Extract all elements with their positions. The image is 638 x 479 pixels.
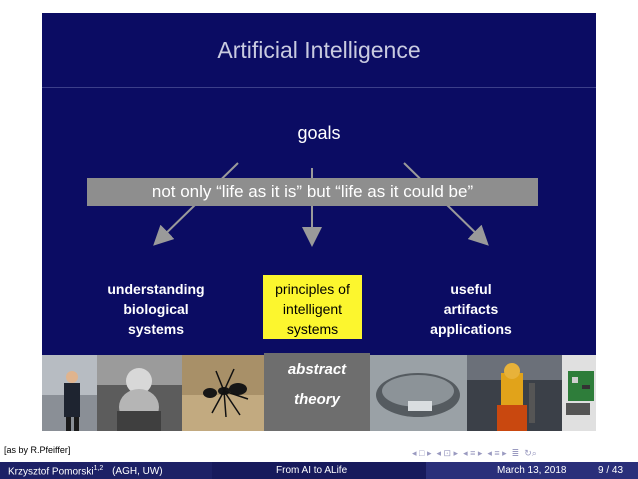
nav-slide-icon[interactable]: ◂ ≡ ▸ [487, 447, 507, 458]
footer-bar: Krzysztof Pomorski1,2 (AGH, UW) From AI … [0, 462, 638, 479]
goal-arrows [153, 162, 489, 247]
goal-left-line: systems [127, 321, 185, 337]
goal-left-line: understanding [107, 281, 205, 297]
author-superscript: 1,2 [93, 465, 104, 472]
slide: Artificial Intelligence goals not only “… [42, 13, 596, 431]
footer-author-segment [0, 462, 212, 479]
goal-center-line: intelligent [282, 301, 343, 317]
photo-robot-vacuum [370, 355, 467, 431]
abstract-theory-box: abstract theory [264, 353, 370, 431]
photo-circuit-board [562, 355, 596, 431]
goal-useful: useful artifacts applications [411, 279, 531, 339]
goal-left-line: biological [123, 301, 189, 317]
goal-right-line: applications [430, 321, 512, 337]
photo-ant [182, 355, 264, 431]
goal-understanding: understanding biological systems [94, 279, 218, 339]
author-affiliation: (AGH, UW) [112, 466, 163, 478]
nav-align-icon[interactable]: ≣ [511, 447, 520, 458]
footer-author: Krzysztof Pomorski1,2 (AGH, UW) [8, 465, 163, 477]
goals-label: goals [297, 123, 341, 143]
footer-date: March 13, 2018 [497, 465, 567, 476]
goal-center-line: systems [286, 321, 339, 337]
nav-section-icon[interactable]: ◂ ≡ ▸ [463, 447, 483, 458]
footer-talk-title: From AI to ALife [276, 465, 348, 476]
nav-frame-back-icon[interactable]: ◂ □ ▸ [412, 447, 432, 458]
footer-page-number: 9 / 43 [598, 465, 624, 476]
goal-center-line: principles of [275, 281, 350, 297]
goal-right-line: artifacts [443, 301, 499, 317]
attribution: [as by R.Pfeiffer] [4, 445, 71, 455]
nav-search-icon[interactable]: ↻⌕ [524, 447, 537, 458]
beamer-navigation: ◂ □ ▸ ◂ ⊡ ▸ ◂ ≡ ▸ ◂ ≡ ▸ ≣ ↻⌕ [412, 446, 632, 460]
slide-title: Artificial Intelligence [217, 37, 421, 63]
photo-person-presenting [42, 355, 97, 431]
nav-subsection-icon[interactable]: ◂ ⊡ ▸ [436, 447, 459, 458]
photo-industrial-robot [467, 355, 562, 431]
footer-date-segment [426, 462, 638, 479]
theory-line: theory [294, 391, 340, 408]
title-divider [42, 87, 596, 88]
abstract-line: abstract [287, 361, 347, 378]
author-name: Krzysztof Pomorski [8, 466, 94, 478]
life-banner: not only “life as it is” but “life as it… [87, 178, 538, 206]
photo-baby [97, 355, 182, 431]
goal-principles: principles of intelligent systems [263, 275, 362, 339]
goal-right-line: useful [450, 281, 492, 297]
